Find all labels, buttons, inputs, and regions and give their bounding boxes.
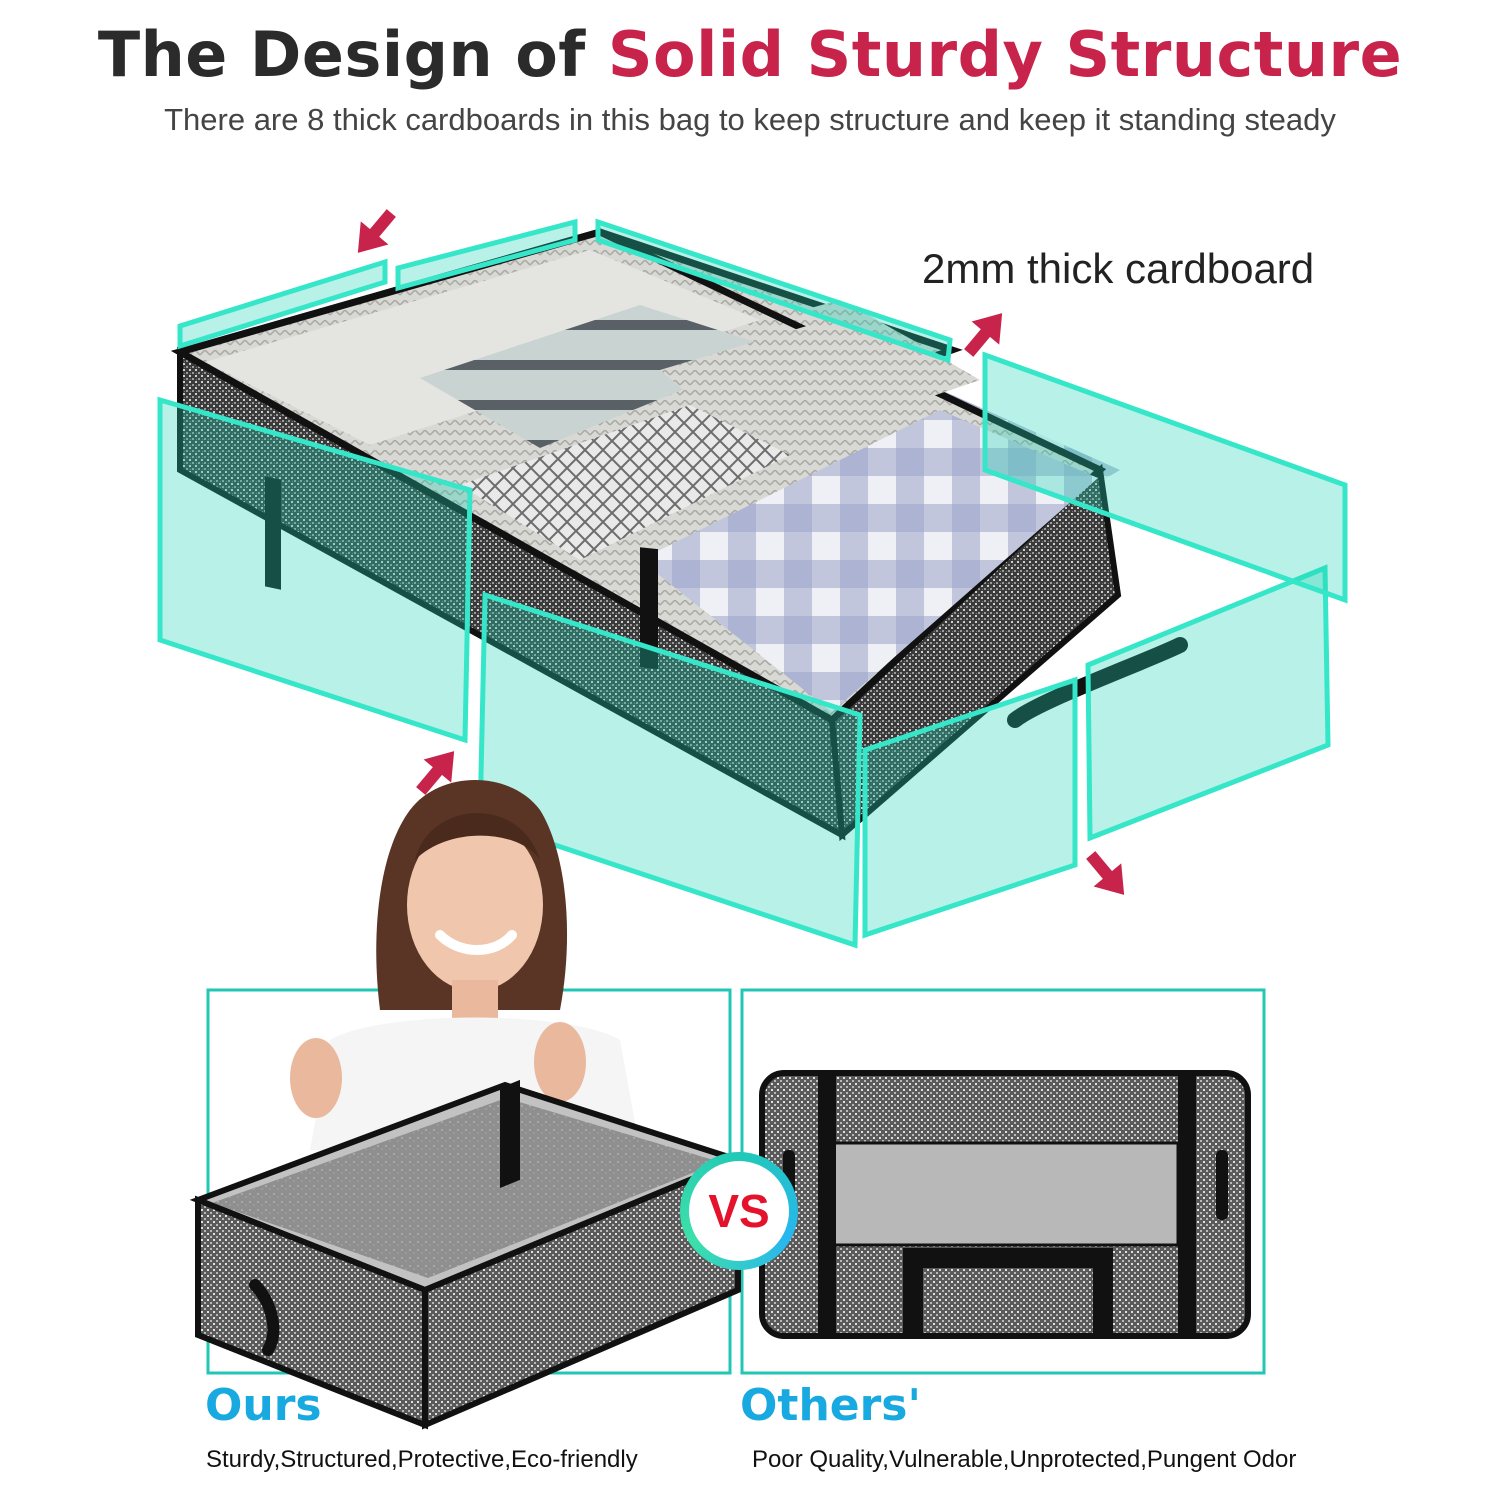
bag-strap-middle xyxy=(640,547,658,670)
ours-description: Sturdy,Structured,Protective,Eco-friendl… xyxy=(206,1446,638,1473)
cardboard-panel-back-left xyxy=(395,218,578,292)
lid-knit xyxy=(660,310,980,455)
bag-strap-left xyxy=(265,476,281,590)
arrow-up-icon xyxy=(416,751,455,795)
lid-sweater xyxy=(205,250,760,445)
arrow-down-icon xyxy=(357,209,396,253)
cardboard-panel-left-end xyxy=(177,258,388,350)
others-box xyxy=(759,1070,1251,1339)
arrow-left-icon xyxy=(964,313,1003,357)
cardboard-panel-back-top xyxy=(595,218,953,364)
lid-mesh xyxy=(460,405,790,560)
page-title: The Design of Solid Sturdy Structure xyxy=(0,18,1500,91)
ours-title: Ours xyxy=(205,1380,322,1431)
cardboard-panels xyxy=(157,218,1348,949)
cardboard-panel-back-right xyxy=(982,351,1348,604)
arrow-up-right-icon xyxy=(1086,851,1125,895)
others-title: Others' xyxy=(740,1380,921,1431)
bag-handle xyxy=(1007,637,1188,728)
cardboard-panel-end-front xyxy=(862,676,1078,939)
lid-plaid xyxy=(640,410,1098,712)
vs-badge: VS xyxy=(680,1152,798,1270)
page-subtitle: There are 8 thick cardboards in this bag… xyxy=(164,102,1336,137)
cardboard-thickness-label: 2mm thick cardboard xyxy=(922,245,1315,292)
lid-striped xyxy=(420,305,780,448)
ours-box xyxy=(189,1079,747,1430)
vs-text: VS xyxy=(689,1161,789,1261)
cardboard-panel-front-middle xyxy=(477,591,863,949)
others-description: Poor Quality,Vulnerable,Unprotected,Pung… xyxy=(752,1446,1297,1473)
cardboard-panel-end-right xyxy=(1085,564,1331,842)
title-highlight: Solid Sturdy Structure xyxy=(607,18,1403,91)
arrows xyxy=(357,209,1125,895)
cardboard-panel-front-left xyxy=(157,396,473,744)
title-prefix: The Design of xyxy=(97,18,608,91)
